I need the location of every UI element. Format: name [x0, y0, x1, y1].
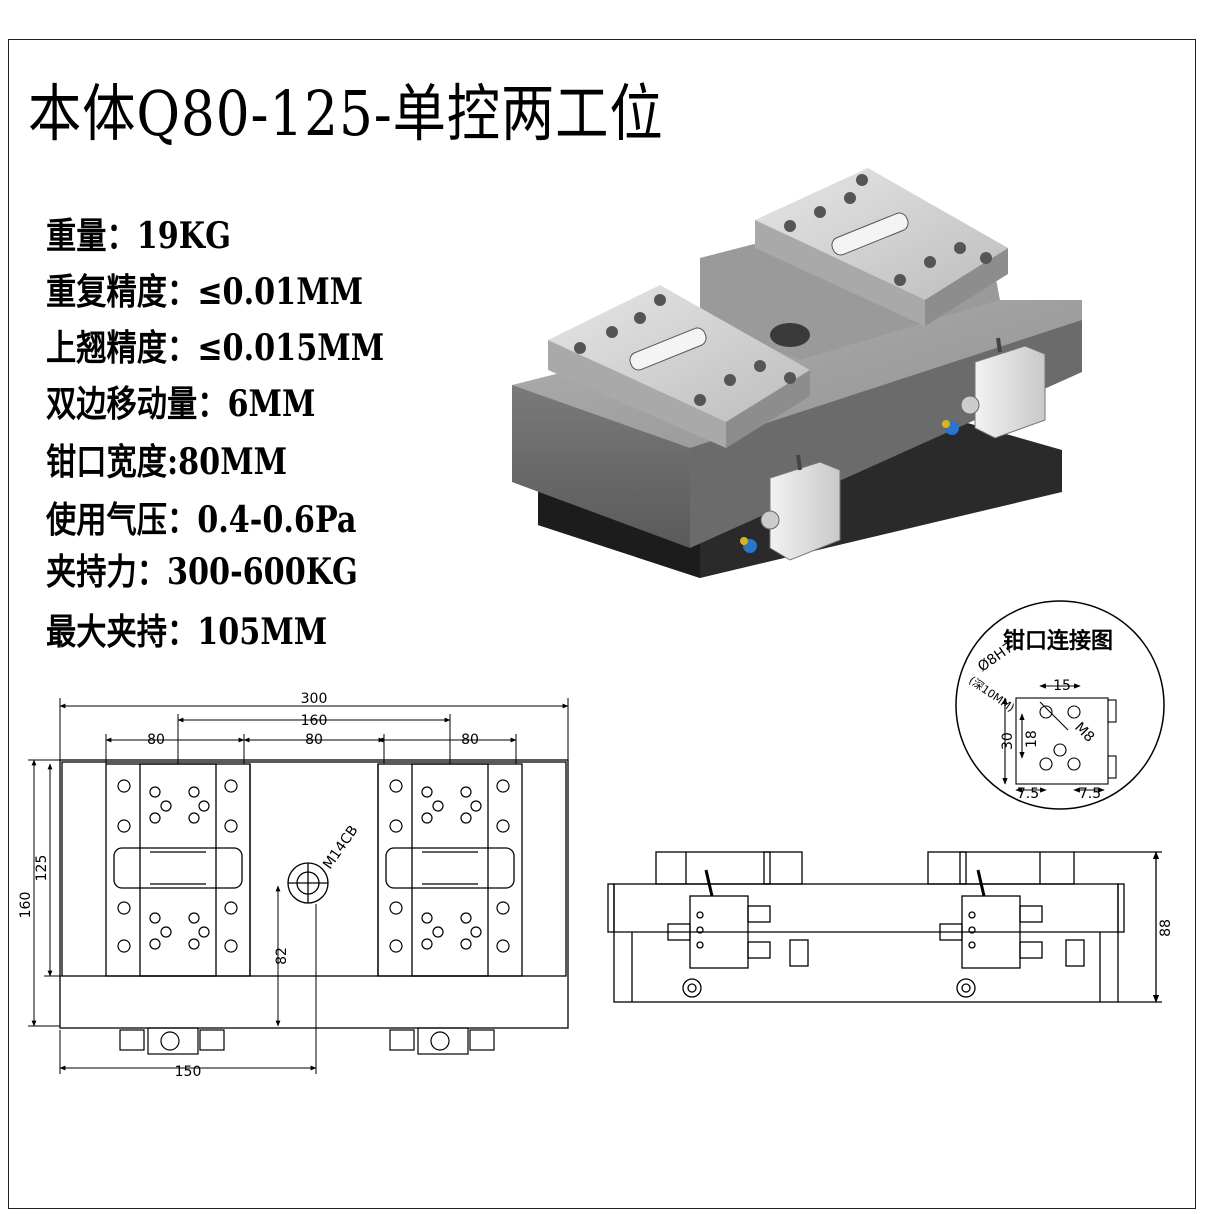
valve-front [740, 454, 841, 561]
spec-clamp-force: 夹持力：300-600KG [46, 551, 358, 593]
top-view-holes [117, 779, 510, 953]
dim-80-mid: 80 [305, 732, 323, 748]
spec-lift-accuracy: 上翘精度：≤0.015MM [46, 327, 385, 369]
top-view-dimensions [28, 698, 569, 1074]
jaw-block-left [548, 285, 810, 448]
drawing-frame [8, 39, 1196, 1209]
dim-7-5-right: 7.5 [1079, 786, 1101, 802]
top-view-drawing [59, 759, 569, 1029]
page-title: 本体Q80-125-单控两工位 [28, 77, 664, 150]
dim-30: 30 [1000, 732, 1016, 750]
spec-repeat-accuracy: 重复精度：≤0.01MM [46, 271, 364, 313]
dim-80-left: 80 [147, 732, 165, 748]
spec-weight: 重量：19KG [46, 215, 231, 257]
dim-160: 160 [301, 713, 328, 729]
side-view-drawing [607, 851, 1162, 1003]
hole-label-m14cb: M14CB [320, 823, 361, 873]
top-view-dim-labels: 300 160 80 80 80 160 125 82 150 M14CB [18, 691, 479, 1080]
dim-82-vertical: 82 [274, 947, 290, 965]
dim-18: 18 [1024, 730, 1040, 748]
jaw-block-right [755, 168, 1008, 326]
thread-m8: M8 [1071, 720, 1097, 746]
dim-88: 88 [1158, 919, 1174, 937]
dim-125-vertical: 125 [34, 855, 50, 882]
dim-80-right: 80 [461, 732, 479, 748]
spec-max-clamp: 最大夹持：105MM [46, 611, 328, 653]
jaw-connection-detail: 钳口连接图 Ø8H7 (深10MM) 15 18 30 M8 7.5 7.5 [955, 600, 1165, 810]
vise-3d-render [512, 168, 1082, 578]
jaw-detail-title: 钳口连接图 [1003, 628, 1113, 654]
dim-160-vertical: 160 [18, 892, 34, 919]
dim-150: 150 [175, 1064, 202, 1080]
top-view-valves [119, 1027, 495, 1055]
dim-300: 300 [301, 691, 328, 707]
spec-air-pressure: 使用气压：0.4-0.6Pa [46, 499, 357, 541]
dowel-depth: (深10MM) [966, 674, 1017, 715]
valve-back [942, 337, 1046, 439]
dim-15: 15 [1053, 678, 1071, 694]
spec-jaw-width: 钳口宽度:80MM [46, 441, 288, 483]
dowel-spec: Ø8H7 [975, 640, 1016, 676]
spec-travel: 双边移动量：6MM [46, 383, 316, 425]
dim-7-5-left: 7.5 [1017, 786, 1039, 802]
